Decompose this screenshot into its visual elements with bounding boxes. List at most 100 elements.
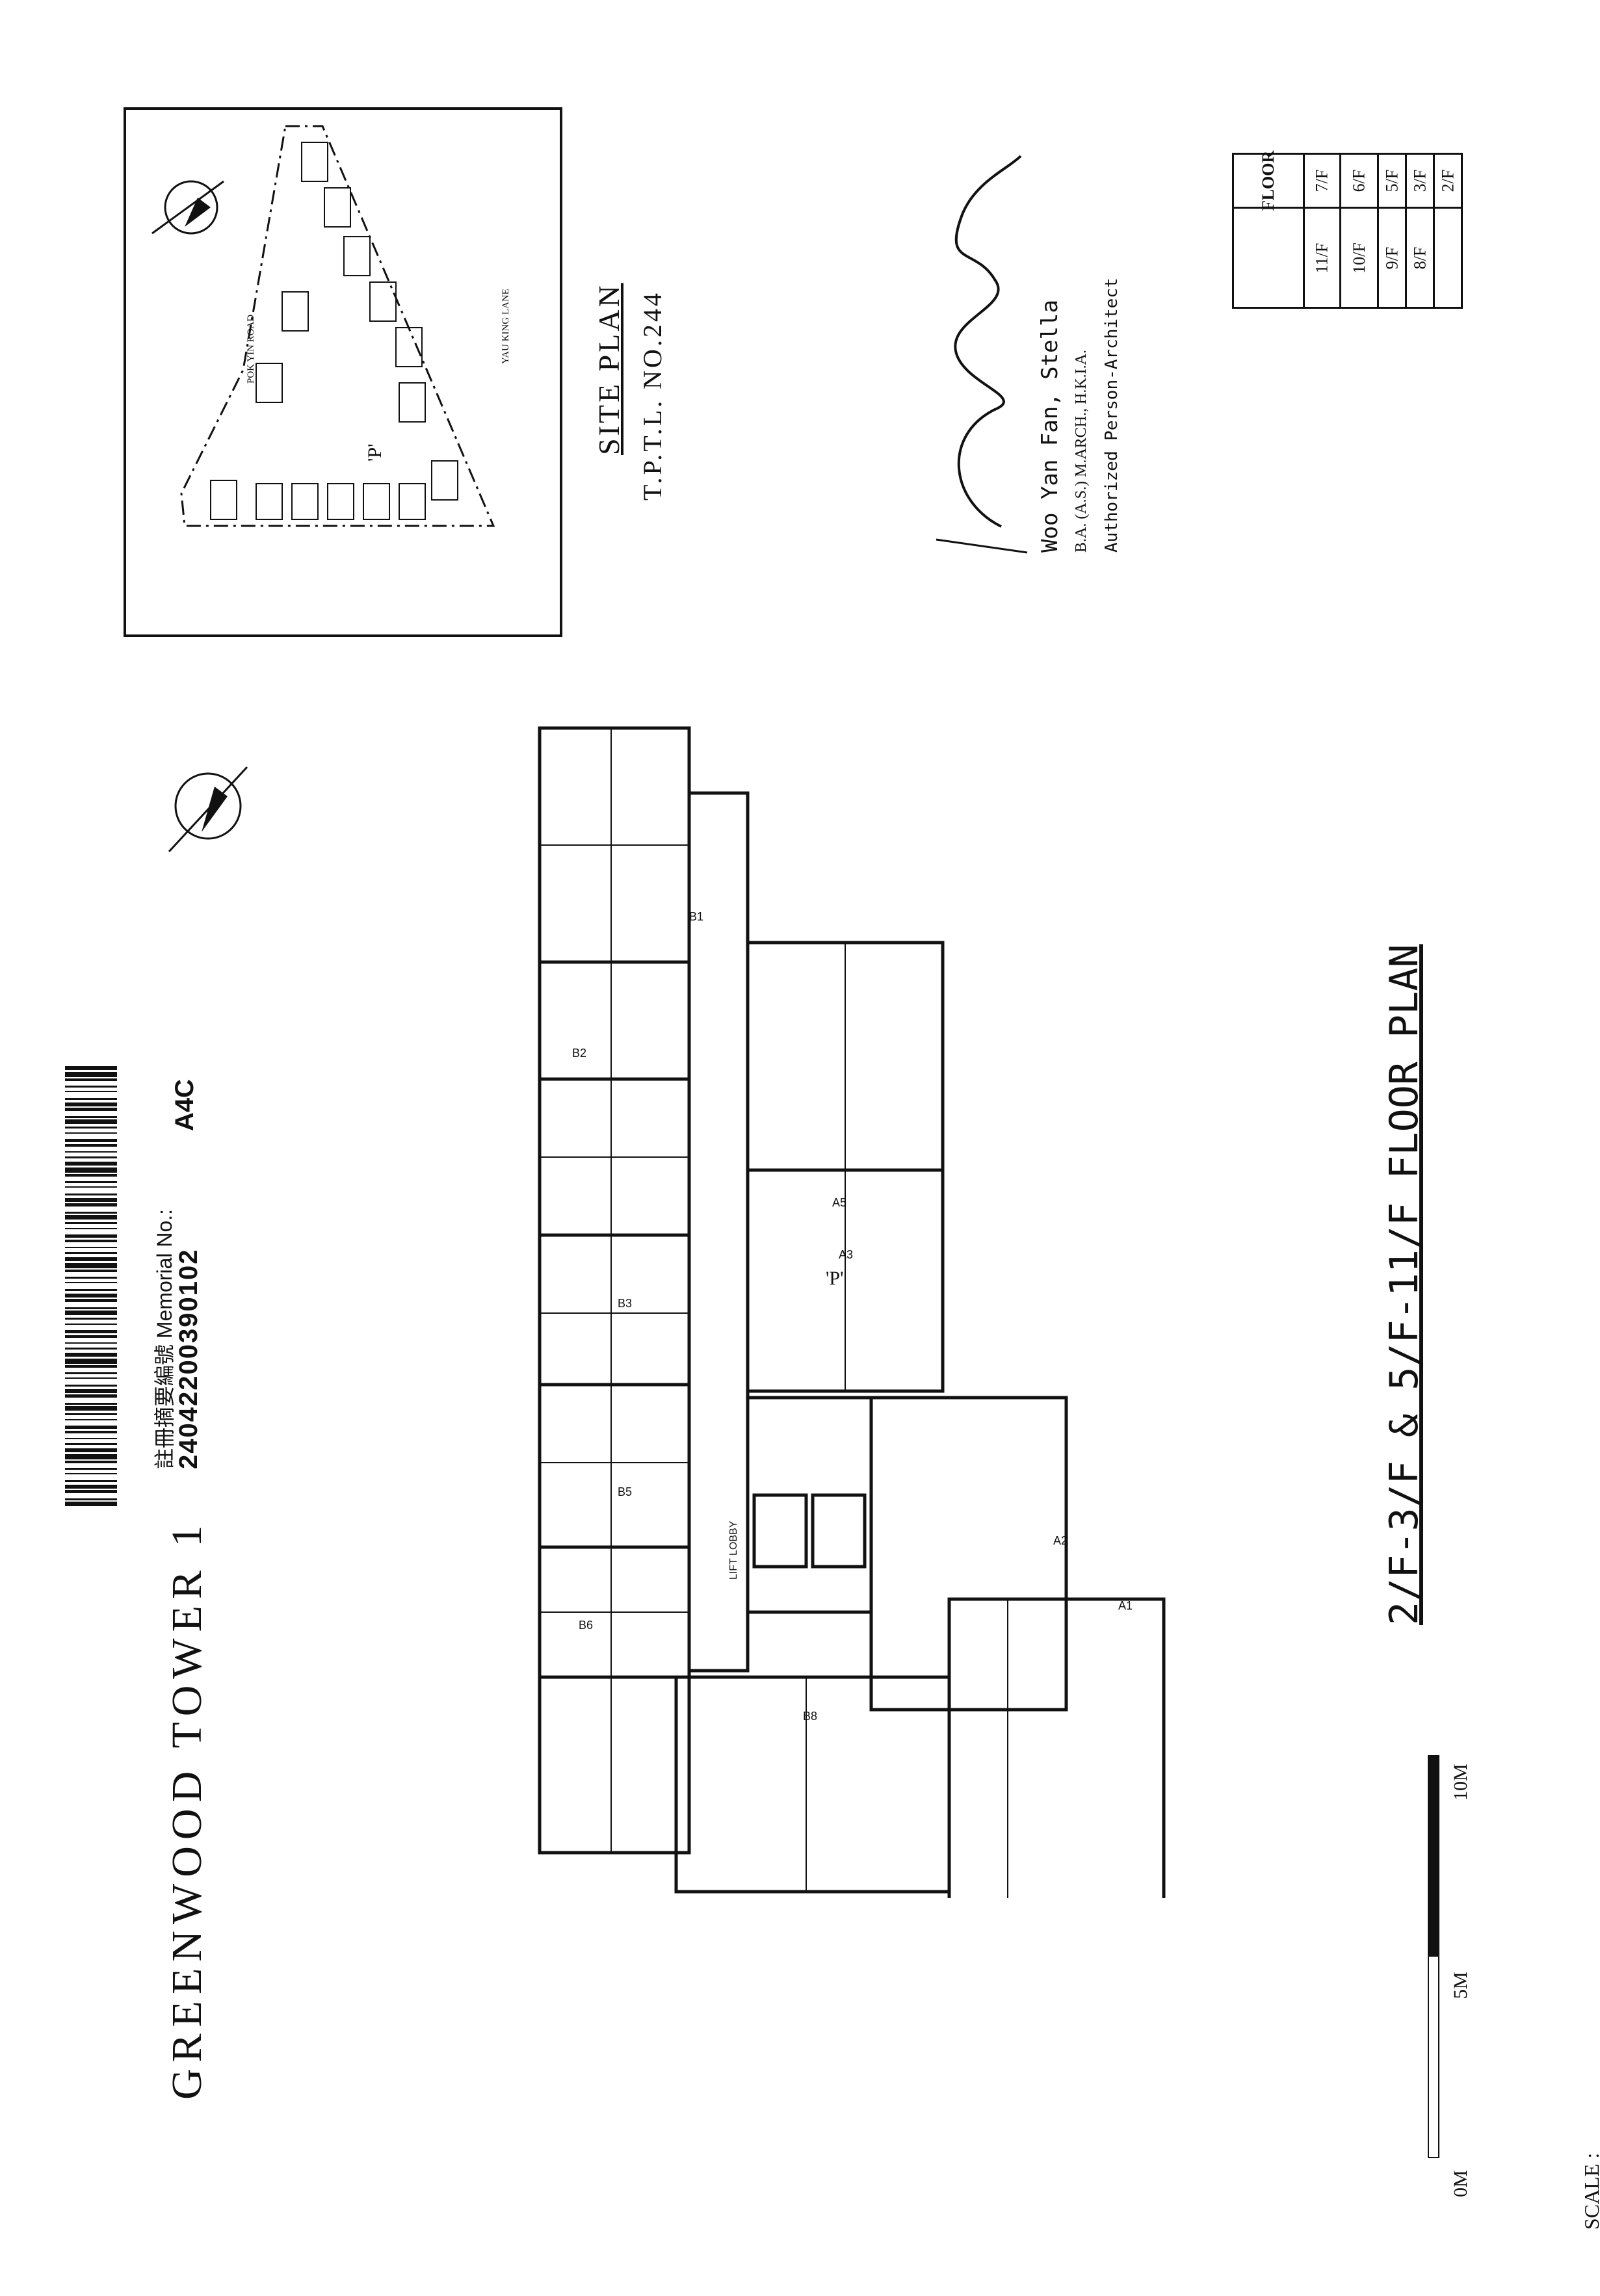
barcode-stripe: [65, 1102, 117, 1106]
barcode-stripe: [65, 1132, 117, 1134]
barcode-stripe: [65, 1372, 117, 1374]
barcode-stripe: [65, 1365, 117, 1368]
unit-label-b5: B5: [618, 1485, 633, 1498]
barcode-stripe: [65, 1307, 117, 1309]
barcode-stripe: [65, 1335, 117, 1338]
barcode-stripe: [65, 1257, 117, 1261]
barcode-stripe: [65, 1490, 117, 1493]
architect-role: Authorized Person-Architect: [1102, 278, 1121, 553]
barcode-stripe: [65, 1086, 117, 1088]
barcode-stripe: [65, 1406, 117, 1411]
barcode-stripe: [65, 1119, 117, 1124]
memorial-number: 24042200390102: [174, 1248, 203, 1469]
unit-label-b1: B1: [689, 910, 704, 923]
barcode-stripe: [65, 1252, 117, 1254]
floor-cell: 6/F: [1339, 153, 1380, 209]
floor-cell: [1433, 207, 1463, 309]
barcode-stripe: [65, 1318, 117, 1320]
unit-label-a1: A1: [1118, 1599, 1133, 1612]
unit-label-b8: B8: [803, 1710, 818, 1723]
barcode-stripe: [65, 1385, 117, 1387]
floor-cell: 9/F: [1377, 207, 1408, 309]
barcode-stripe: [65, 1127, 117, 1128]
barcode-stripe: [65, 1353, 117, 1357]
site-plan-box: [124, 107, 562, 637]
barcode-stripe: [65, 1228, 117, 1229]
unit-label-a2: A2: [1053, 1534, 1068, 1547]
barcode-stripe: [65, 1426, 117, 1429]
barcode-stripe: [65, 1289, 117, 1291]
scale-mark-5: 5M: [1450, 1972, 1471, 1999]
barcode-stripe: [65, 1186, 117, 1188]
site-plan-drawing: [151, 125, 495, 527]
compass-icon: [163, 761, 254, 858]
floor-cell: 10/F: [1339, 207, 1380, 309]
barcode-stripe: [65, 1066, 117, 1070]
barcode-stripe: [65, 1389, 117, 1393]
barcode-stripe: [65, 1072, 117, 1077]
barcode-image: [65, 1066, 117, 1508]
north-arrow-icon: [151, 180, 224, 235]
floor-cell: 3/F: [1405, 153, 1436, 209]
barcode-stripe: [65, 1156, 117, 1158]
unit-label-b3: B3: [618, 1297, 633, 1310]
floor-cell: 5/F: [1377, 153, 1408, 209]
barcode-stripe: [65, 1222, 117, 1224]
memorial-code: A4C: [170, 1078, 199, 1131]
barcode-stripe: [65, 1438, 117, 1439]
barcode-stripe: [65, 1277, 117, 1279]
site-plan-title: SITE PLAN: [592, 283, 625, 455]
barcode-stripe: [65, 1473, 117, 1474]
barcode-stripe: [65, 1359, 117, 1364]
floor-table: FLOOR 7/F 6/F 5/F 3/F 2/F 11/F 10/F 9/F …: [1232, 151, 1463, 309]
building-title: GREENWOOD TOWER 1: [163, 1519, 211, 2100]
barcode-stripe: [65, 1108, 117, 1111]
barcode-stripe: [65, 1091, 117, 1092]
barcode-stripe: [65, 1403, 117, 1405]
architect-signature: [923, 137, 1040, 559]
lift-lobby-label: LIFT LOBBY: [728, 1520, 739, 1580]
barcode-stripe: [65, 1348, 117, 1350]
barcode-stripe: [65, 1234, 117, 1238]
plan-lot-marker: 'P': [826, 1268, 844, 1289]
scale-mark-0: 0M: [1450, 2170, 1471, 2197]
barcode-stripe: [65, 1181, 117, 1183]
barcode-stripe: [65, 1502, 117, 1506]
floor-cell: 8/F: [1405, 207, 1436, 309]
barcode-stripe: [65, 1270, 117, 1272]
barcode-stripe: [65, 1454, 117, 1459]
barcode-stripe: [65, 1394, 117, 1398]
barcode-stripe: [65, 1168, 117, 1173]
barcode-stripe: [65, 1419, 117, 1420]
barcode-stripe: [65, 1461, 117, 1463]
barcode-stripe: [65, 1198, 117, 1202]
barcode-stripe: [65, 1498, 117, 1500]
barcode-stripe: [65, 1377, 117, 1379]
floor-table-header: FLOOR: [1232, 151, 1305, 211]
floor-cell: 2/F: [1433, 153, 1463, 209]
barcode-stripe: [65, 1078, 117, 1081]
barcode-stripe: [65, 1342, 117, 1344]
barcode-stripe: [65, 1413, 117, 1415]
barcode-stripe: [65, 1098, 117, 1100]
barcode-stripe: [65, 1144, 117, 1147]
barcode-stripe: [65, 1240, 117, 1242]
scale-mark-10: 10M: [1450, 1764, 1471, 1801]
floor-cell: 11/F: [1302, 207, 1342, 309]
barcode-stripe: [65, 1311, 117, 1315]
barcode-stripe: [65, 1468, 117, 1470]
floor-plan-title: 2/F-3/F & 5/F-11/F FLOOR PLAN: [1382, 944, 1427, 1625]
barcode-stripe: [65, 1212, 117, 1214]
floor-cell: 7/F: [1302, 153, 1342, 209]
barcode-stripe: [65, 1203, 117, 1207]
site-lot-marker: 'P': [364, 443, 386, 462]
barcode-stripe: [65, 1263, 117, 1268]
barcode-stripe: [65, 1174, 117, 1177]
barcode-stripe: [65, 1431, 117, 1433]
barcode-stripe: [65, 1324, 117, 1325]
scale-bar: [1428, 1755, 1439, 2158]
road-name-bottom: YAU KING LANE: [501, 289, 511, 364]
unit-label-a3: A3: [839, 1248, 854, 1261]
barcode-stripe: [65, 1139, 117, 1142]
site-plan-lot: T.P.T.L. NO.244: [638, 291, 667, 501]
